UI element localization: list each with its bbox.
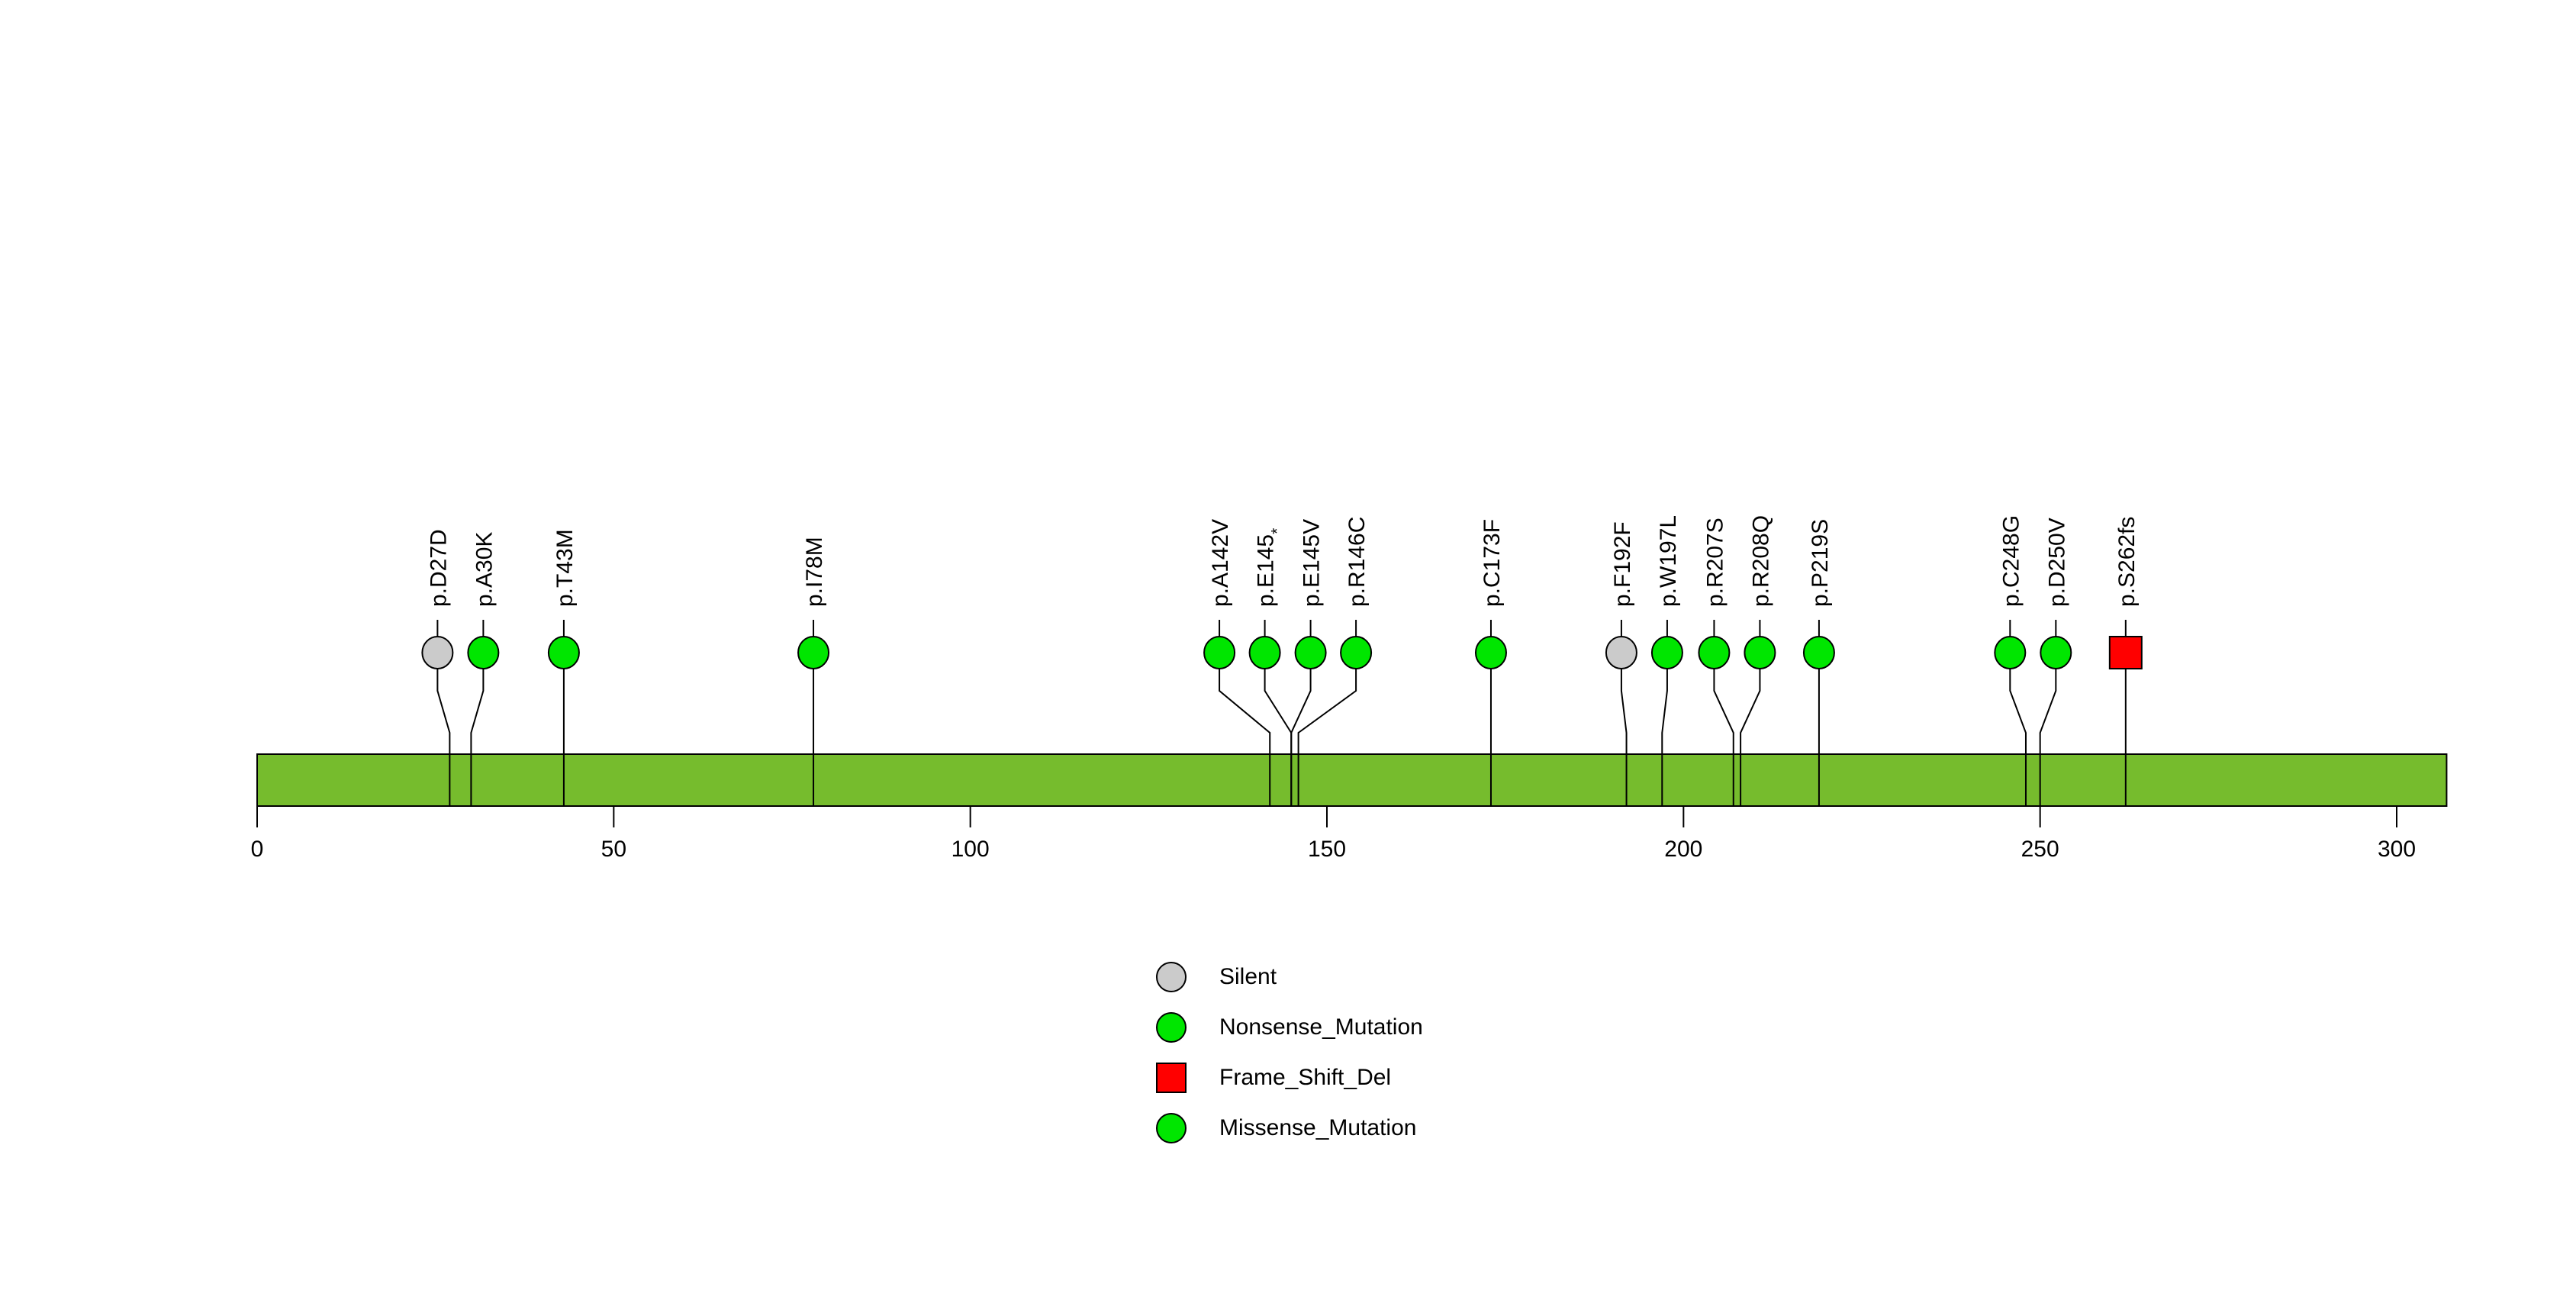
mutation-marker-circle bbox=[1294, 636, 1327, 669]
mutation-label: p.T43M bbox=[552, 529, 578, 607]
legend-item-label: Missense_Mutation bbox=[1219, 1115, 1417, 1140]
legend-item-label: Silent bbox=[1219, 964, 1277, 989]
mutation-marker-circle bbox=[1650, 636, 1683, 669]
legend: Silent Nonsense_Mutation Frame_Shift_Del… bbox=[1156, 952, 1423, 1153]
silent-circle-icon bbox=[1156, 962, 1187, 992]
axis-tick-label: 0 bbox=[251, 837, 264, 862]
axis-tick-label: 150 bbox=[1308, 837, 1346, 862]
nonsense-mutation-circle-icon bbox=[1156, 1012, 1187, 1043]
legend-item-silent: Silent bbox=[1156, 952, 1423, 1002]
axis-tick-label: 250 bbox=[2021, 837, 2059, 862]
mutation-marker-circle bbox=[1248, 636, 1281, 669]
mutation-label: p.D27D bbox=[426, 529, 451, 607]
mutation-marker-circle bbox=[1744, 636, 1776, 669]
mutation-marker-circle bbox=[2040, 636, 2072, 669]
mutation-marker-circle bbox=[547, 636, 580, 669]
mutation-label: p.R208Q bbox=[1748, 515, 1773, 607]
mutation-marker-square bbox=[2108, 636, 2143, 669]
mutation-stem bbox=[1290, 669, 1312, 806]
mutation-marker-circle bbox=[1474, 636, 1507, 669]
mutation-label: p.S262fs bbox=[2114, 517, 2140, 607]
mutation-stem bbox=[1297, 669, 1357, 806]
mutation-marker-circle bbox=[1994, 636, 2027, 669]
missense-mutation-circle-icon bbox=[1156, 1113, 1187, 1143]
mutation-marker-circle bbox=[797, 636, 830, 669]
mutation-stem bbox=[436, 669, 451, 806]
mutation-stem bbox=[470, 669, 485, 806]
mutation-marker-circle bbox=[467, 636, 500, 669]
legend-item-missense-mutation: Missense_Mutation bbox=[1156, 1103, 1423, 1153]
mutation-label: p.D250V bbox=[2044, 518, 2069, 607]
mutation-label: p.A142V bbox=[1208, 519, 1233, 607]
mutation-marker-circle bbox=[1802, 636, 1835, 669]
mutation-label: p.C248G bbox=[1998, 515, 2024, 607]
mutation-label: p.R146C bbox=[1344, 517, 1370, 607]
mutation-label: p.R207S bbox=[1702, 518, 1728, 607]
legend-item-label: Frame_Shift_Del bbox=[1219, 1065, 1392, 1090]
mutation-stem bbox=[1219, 669, 1271, 806]
mutation-label: p.E145V bbox=[1299, 519, 1325, 607]
mutation-label: p.W197L bbox=[1656, 515, 1681, 607]
legend-item-label: Nonsense_Mutation bbox=[1219, 1014, 1423, 1040]
mutation-label: p.F192F bbox=[1610, 521, 1635, 607]
mutation-stem bbox=[1713, 669, 1734, 806]
legend-item-nonsense-mutation: Nonsense_Mutation bbox=[1156, 1002, 1423, 1053]
mutation-label: p.C173F bbox=[1480, 519, 1505, 607]
mutation-stem bbox=[1740, 669, 1761, 806]
mutation-marker-circle bbox=[1605, 636, 1637, 669]
mutation-stem bbox=[2009, 669, 2027, 806]
mutation-stem bbox=[1661, 669, 1668, 806]
frame-shift-del-square-icon bbox=[1156, 1063, 1187, 1093]
mutation-label: p.P219S bbox=[1808, 519, 1833, 607]
mutation-stem bbox=[2039, 669, 2057, 806]
axis-tick-label: 50 bbox=[601, 837, 626, 862]
mutation-marker-circle bbox=[421, 636, 454, 669]
mutation-label: p.A30K bbox=[472, 532, 497, 607]
mutation-marker-circle bbox=[1698, 636, 1731, 669]
axis-tick-label: 100 bbox=[952, 837, 990, 862]
mutation-marker-circle bbox=[1340, 636, 1373, 669]
mutation-stem bbox=[1620, 669, 1628, 806]
mutation-label: p.I78M bbox=[802, 537, 827, 607]
axis-tick-label: 200 bbox=[1664, 837, 1702, 862]
axis-tick-label: 300 bbox=[2378, 837, 2416, 862]
mutation-marker-circle bbox=[1203, 636, 1236, 669]
protein-bar bbox=[256, 753, 2448, 807]
legend-item-frame-shift-del: Frame_Shift_Del bbox=[1156, 1053, 1423, 1103]
mutation-label: p.E145* bbox=[1254, 528, 1286, 607]
